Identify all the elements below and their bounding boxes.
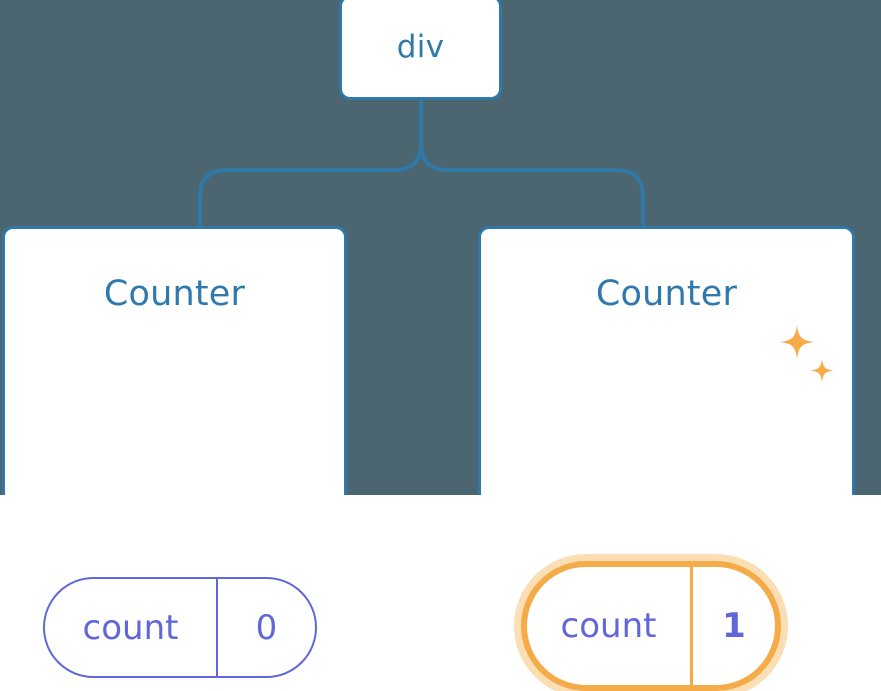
- node-counter-right[interactable]: Counter count 1: [478, 226, 855, 691]
- sparkle-large-icon: [780, 325, 814, 359]
- node-div-label: div: [396, 29, 445, 65]
- state-pill-right[interactable]: count 1: [521, 561, 781, 691]
- sparkle-small-icon: [810, 359, 834, 382]
- component-name-left: Counter: [103, 274, 246, 314]
- node-counter-left[interactable]: Counter count 0: [2, 226, 347, 678]
- sparkle-group: [780, 325, 834, 382]
- connector-to-right-child: [419, 98, 645, 231]
- connector-to-left-child: [198, 98, 423, 231]
- component-name-right: Counter: [595, 274, 738, 314]
- state-key-left: count: [45, 579, 218, 676]
- state-value-right: 1: [722, 606, 746, 646]
- state-key-right: count: [527, 567, 693, 685]
- node-div[interactable]: div: [339, 0, 502, 100]
- state-pill-left[interactable]: count 0: [43, 577, 317, 678]
- state-value-left: 0: [255, 607, 278, 648]
